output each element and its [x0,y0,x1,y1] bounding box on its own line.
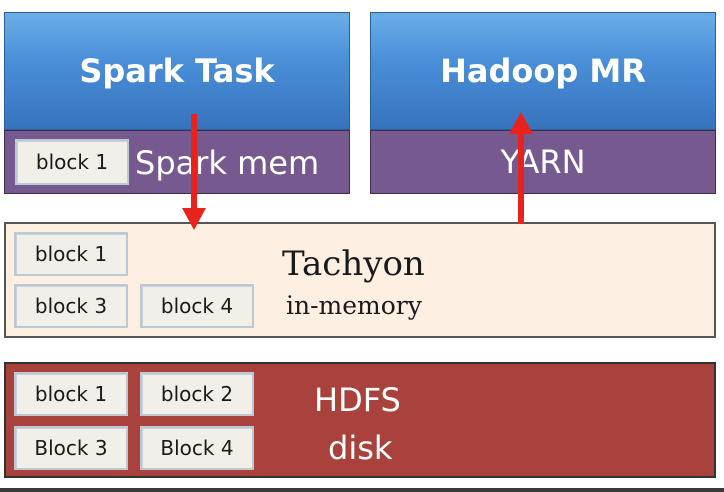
block-label: block 1 [35,150,109,174]
block-label: Block 3 [34,436,108,460]
hadoop-mr-box: Hadoop MR [370,12,716,130]
block-label: block 1 [34,382,108,406]
hdfs-block-2: block 2 [140,372,254,416]
tachyon-title: Tachyon [282,244,425,284]
hdfs-block-4: Block 4 [140,426,254,470]
tachyon-block-4: block 4 [140,284,254,328]
hdfs-block-3: Block 3 [14,426,128,470]
block-label: block 4 [160,294,234,318]
block-label: block 2 [160,382,234,406]
yarn-box: YARN [370,130,716,194]
spark-mem-label: Spark mem [135,144,320,182]
hdfs-layer: block 1 block 2 Block 3 Block 4 HDFS dis… [4,362,716,478]
bottom-border [0,488,724,492]
hdfs-title: HDFS [314,381,401,419]
hadoop-mr-label: Hadoop MR [440,52,646,90]
spark-mem-block-1: block 1 [15,139,129,185]
spark-mem-box: block 1 Spark mem [4,130,350,194]
block-label: block 3 [34,294,108,318]
hdfs-block-1: block 1 [14,372,128,416]
block-label: Block 4 [160,436,234,460]
tachyon-block-3: block 3 [14,284,128,328]
tachyon-block-1: block 1 [14,232,128,276]
block-label: block 1 [34,242,108,266]
yarn-label: YARN [500,143,586,181]
spark-to-tachyon-arrow [182,114,206,230]
hdfs-subtitle: disk [328,429,393,467]
tachyon-to-hadoop-arrow [509,112,533,224]
tachyon-subtitle: in-memory [286,291,422,320]
tachyon-layer: block 1 block 3 block 4 Tachyon in-memor… [4,222,716,338]
spark-task-label: Spark Task [79,52,275,90]
spark-task-box: Spark Task [4,12,350,130]
